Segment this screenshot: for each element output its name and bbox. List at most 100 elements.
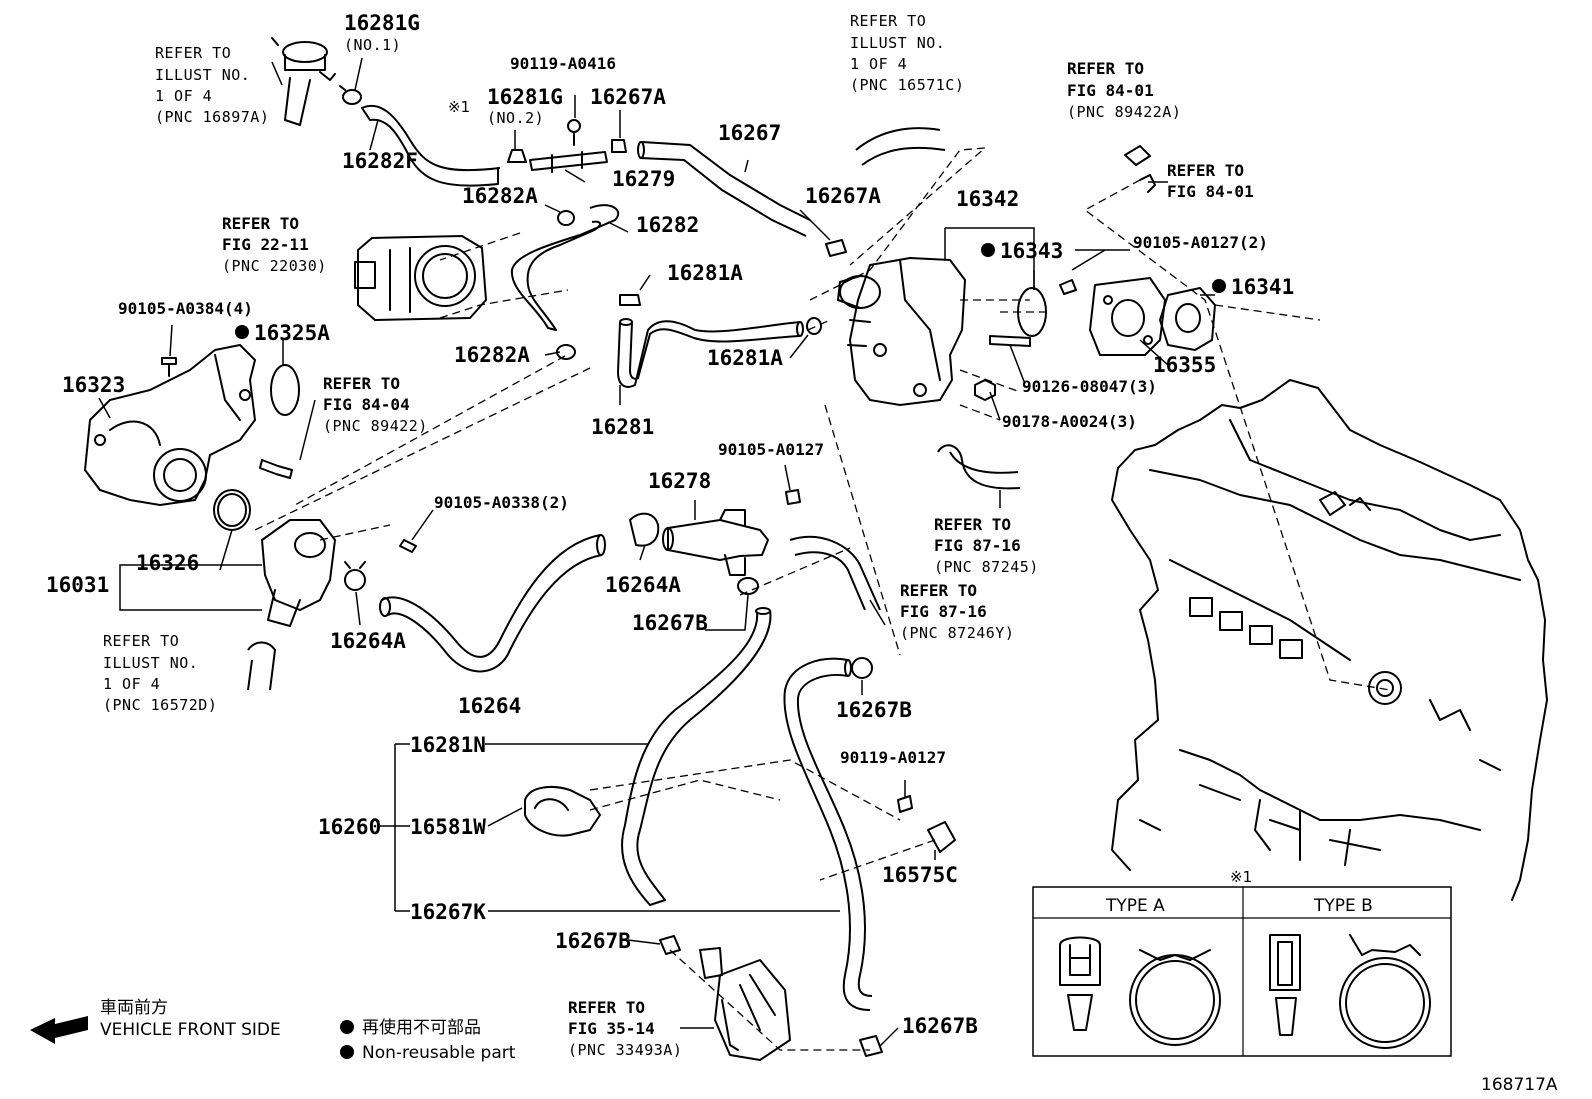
ref-16897A-line4[interactable]: (PNC 16897A): [155, 108, 269, 126]
bolt-90105-A0127-2: [1059, 279, 1077, 295]
label-90126-08047[interactable]: 90126-08047(3): [1022, 377, 1157, 396]
sensor-89422A: [1124, 145, 1156, 193]
ref-87246Y-line3: (PNC 87246Y): [900, 624, 1014, 642]
label-16326[interactable]: 16326: [136, 551, 199, 575]
label-16282A-top[interactable]: 16282A: [462, 184, 538, 208]
hose-16571C-partial: [855, 127, 946, 166]
label-90119-A0416[interactable]: 90119-A0416: [510, 54, 616, 73]
label-16267A-top[interactable]: 16267A: [590, 85, 666, 109]
bolt-90119-A0127: [897, 795, 913, 813]
hose-16267K: [783, 657, 873, 1011]
gasket-16326: [213, 489, 251, 531]
label-16323[interactable]: 16323: [62, 373, 125, 397]
clamp-16575C: [927, 821, 956, 853]
nut-90178-A0024: [974, 379, 996, 401]
hose-16281: [616, 318, 804, 388]
label-16264A-left[interactable]: 16264A: [330, 629, 406, 653]
oil-cooler-33493A: [699, 947, 791, 1061]
label-16279[interactable]: 16279: [612, 167, 675, 191]
note-mark-1: ※1: [448, 98, 470, 116]
label-16260[interactable]: 16260: [318, 815, 381, 839]
hose-assy-16260: [621, 607, 772, 906]
front-arrow-icon: [30, 1016, 88, 1044]
ref-87246Y-line2[interactable]: FIG 87-16: [900, 602, 987, 621]
clamp-16264A-left: [344, 561, 366, 591]
ref-33493A-line2[interactable]: FIG 35-14: [568, 1019, 655, 1038]
label-16278[interactable]: 16278: [648, 469, 711, 493]
label-16355[interactable]: 16355: [1153, 353, 1216, 377]
ref-16572D-line1: REFER TO: [103, 632, 179, 650]
ref-16571C-line2: ILLUST NO.: [850, 34, 945, 52]
label-90119-A0127[interactable]: 90119-A0127: [840, 748, 946, 767]
label-16341[interactable]: 16341: [1231, 275, 1294, 299]
label-16281G-no1[interactable]: 16281G: [344, 11, 420, 35]
type-a-label: TYPE A: [1105, 896, 1165, 916]
hose-87245-partial: [937, 444, 1021, 490]
label-16342[interactable]: 16342: [956, 187, 1019, 211]
label-16581W[interactable]: 16581W: [410, 815, 486, 839]
clamp-16281A-top: [619, 294, 641, 306]
pipe-16279: [529, 151, 608, 173]
hose-16267: [637, 141, 811, 237]
label-16031[interactable]: 16031: [46, 573, 109, 597]
ref-22030-line2[interactable]: FIG 22-11: [222, 235, 309, 254]
clamp-16281A-mid: [806, 317, 822, 335]
bolt-90105-A0127: [785, 489, 801, 505]
label-16281G-no2[interactable]: 16281G: [487, 85, 563, 109]
label-16282A-bot[interactable]: 16282A: [454, 343, 530, 367]
label-16575C[interactable]: 16575C: [882, 863, 958, 887]
ref-87245-line2[interactable]: FIG 87-16: [934, 536, 1021, 555]
ref-89422-line2[interactable]: FIG 84-04: [323, 395, 410, 414]
hose-16282: [510, 204, 620, 331]
clamp-16267B-top: [737, 577, 759, 595]
label-16267A-mid[interactable]: 16267A: [805, 184, 881, 208]
label-16281G-no2-sub: (NO.2): [487, 109, 544, 127]
illustration-number: 168717A: [1481, 1075, 1558, 1095]
label-16281N[interactable]: 16281N: [410, 733, 486, 757]
label-16267K[interactable]: 16267K: [410, 900, 486, 924]
ref-16572D-line4[interactable]: (PNC 16572D): [103, 696, 217, 714]
leader-lines: [98, 57, 1215, 1047]
label-16267B-bot[interactable]: 16267B: [902, 1014, 978, 1038]
label-16281G-no1-sub: (NO.1): [344, 36, 401, 54]
legend-dot-icon: [340, 1020, 354, 1034]
ref-8401-line2[interactable]: FIG 84-01: [1167, 182, 1254, 201]
ref-33493A-line3: (PNC 33493A): [568, 1041, 682, 1059]
clamp-16281G-no1: [339, 85, 362, 105]
label-16267B-top[interactable]: 16267B: [632, 611, 708, 635]
clamp-16264A-right: [629, 512, 660, 547]
ref-8401-line1: REFER TO: [1167, 161, 1244, 180]
label-16343[interactable]: 16343: [1000, 239, 1063, 263]
ref-16571C-line4[interactable]: (PNC 16571C): [850, 76, 964, 94]
type-a-clamp-side: [1059, 936, 1101, 1031]
label-90105-A0127-2[interactable]: 90105-A0127(2): [1133, 233, 1268, 252]
clamp-16281G-no2: [507, 149, 527, 163]
ref-16897A-line3: 1 OF 4: [155, 87, 212, 105]
label-16267[interactable]: 16267: [718, 121, 781, 145]
ref-16897A-line2: ILLUST NO.: [155, 66, 250, 84]
label-16264[interactable]: 16264: [458, 694, 521, 718]
label-90178-A0024[interactable]: 90178-A0024(3): [1002, 412, 1137, 431]
label-16267B-mid[interactable]: 16267B: [836, 698, 912, 722]
label-16282F[interactable]: 16282F: [342, 149, 418, 173]
label-16281A-top[interactable]: 16281A: [667, 261, 743, 285]
label-90105-A0338[interactable]: 90105-A0338(2): [434, 493, 569, 512]
label-16282[interactable]: 16282: [636, 213, 699, 237]
ref-89422-line1: REFER TO: [323, 374, 400, 393]
ref-22030-line3: (PNC 22030): [222, 257, 327, 275]
label-16325A[interactable]: 16325A: [254, 321, 330, 345]
non-reusable-dot-16343: [981, 243, 995, 257]
water-pump-illustration: [84, 344, 256, 506]
ref-16571C-line3: 1 OF 4: [850, 55, 907, 73]
label-16281[interactable]: 16281: [591, 415, 654, 439]
label-16281A-mid[interactable]: 16281A: [707, 346, 783, 370]
water-outlet-16342: [837, 257, 966, 406]
bolt-90105-A0384: [161, 357, 177, 377]
label-16267B-low[interactable]: 16267B: [555, 929, 631, 953]
type-b-clamp-ring: [1339, 934, 1431, 1049]
label-90105-A0384[interactable]: 90105-A0384(4): [118, 299, 253, 318]
ref-89422A-line2[interactable]: FIG 84-01: [1067, 81, 1154, 100]
stud-90126-08047: [989, 335, 1031, 347]
label-90105-A0127[interactable]: 90105-A0127: [718, 440, 824, 459]
label-16264A-right[interactable]: 16264A: [605, 573, 681, 597]
